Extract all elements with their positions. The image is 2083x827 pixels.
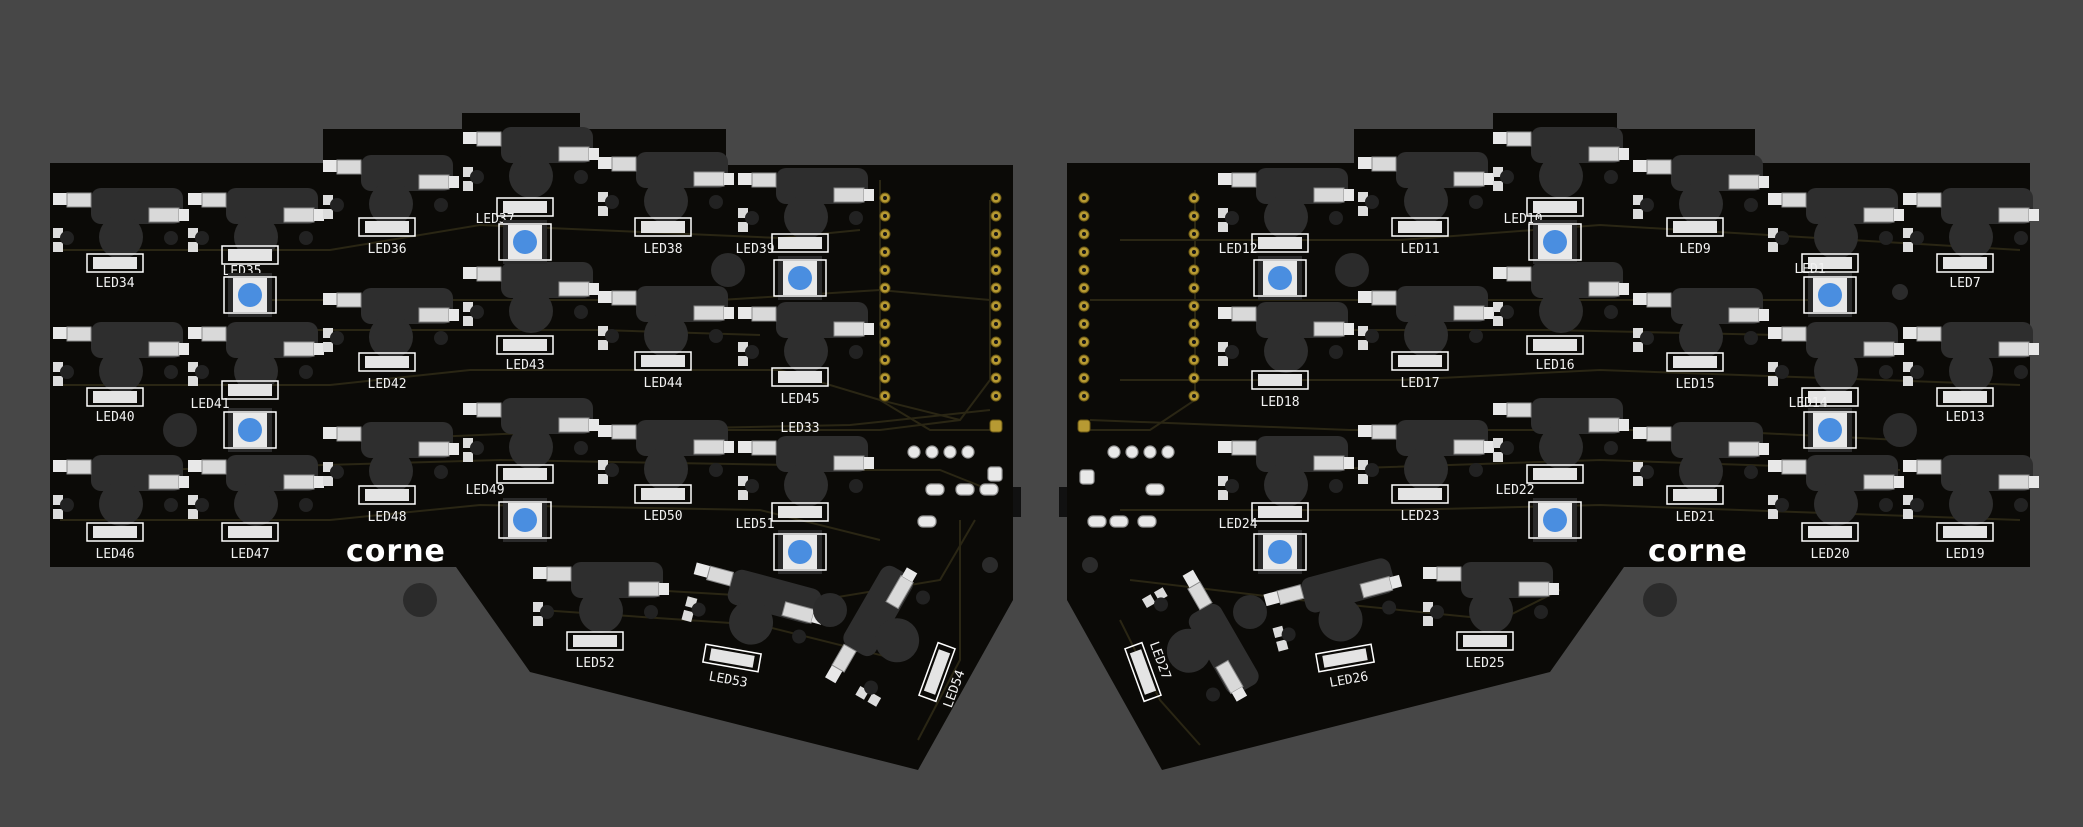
led-label: LED17: [1400, 376, 1439, 391]
left-mounting-holes: [163, 253, 998, 627]
led-label: LED46: [95, 547, 134, 562]
right-mounting-holes: [1082, 253, 1917, 629]
led-label: LED50: [643, 509, 682, 524]
corne-logo: corne: [346, 534, 446, 569]
right-board: LED12 LED11 LED10 LED9 LED1 LED7 LED18 L…: [1059, 113, 2040, 770]
led-label: LED41: [190, 397, 229, 412]
led-label: LED19: [1945, 547, 1984, 562]
led-label: LED9: [1679, 242, 1710, 257]
led-label: LED38: [643, 242, 682, 257]
led-label: LED40: [95, 410, 134, 425]
corne-logo: corne: [1648, 534, 1748, 569]
led-label: LED33: [780, 421, 819, 436]
left-small-pads: [907, 445, 1021, 528]
led-label: LED39: [735, 242, 774, 257]
led-label: LED53: [708, 669, 749, 691]
led-label: LED12: [1218, 242, 1257, 257]
led-label: LED42: [367, 377, 406, 392]
led-label: LED45: [780, 392, 819, 407]
led-label: LED13: [1945, 410, 1984, 425]
led-label: LED36: [367, 242, 406, 257]
led-label: LED16: [1535, 358, 1574, 373]
led-label: LED34: [95, 276, 134, 291]
led-label: LED52: [575, 656, 614, 671]
led-label: LED7: [1949, 276, 1980, 291]
led-label: LED43: [505, 358, 544, 373]
led-label: LED20: [1810, 547, 1849, 562]
led-label: LED11: [1400, 242, 1439, 257]
led-label: LED44: [643, 376, 682, 391]
led-label: LED48: [367, 510, 406, 525]
led-label: LED51: [735, 517, 774, 532]
led-label: LED22: [1495, 483, 1534, 498]
led-label: LED21: [1675, 510, 1714, 525]
right-header-pins: [1077, 192, 1200, 433]
led-label: LED23: [1400, 509, 1439, 524]
led-label: LED14: [1788, 396, 1827, 411]
right-leds: LED12 LED11 LED10 LED9 LED1 LED7 LED18 L…: [1124, 197, 1994, 703]
left-board: LED34 LED35 LED36 LED37 LED38 LED39 LED4…: [50, 113, 1021, 770]
led-label: LED15: [1675, 377, 1714, 392]
led-label: LED49: [465, 483, 504, 498]
led-label: LED18: [1260, 395, 1299, 410]
right-small-pads: [1059, 445, 1175, 528]
led-label: LED47: [230, 547, 269, 562]
left-header-pins: [879, 192, 1003, 433]
led-label: LED24: [1218, 517, 1257, 532]
led-label: LED25: [1465, 656, 1504, 671]
led-label: LED26: [1328, 669, 1369, 691]
